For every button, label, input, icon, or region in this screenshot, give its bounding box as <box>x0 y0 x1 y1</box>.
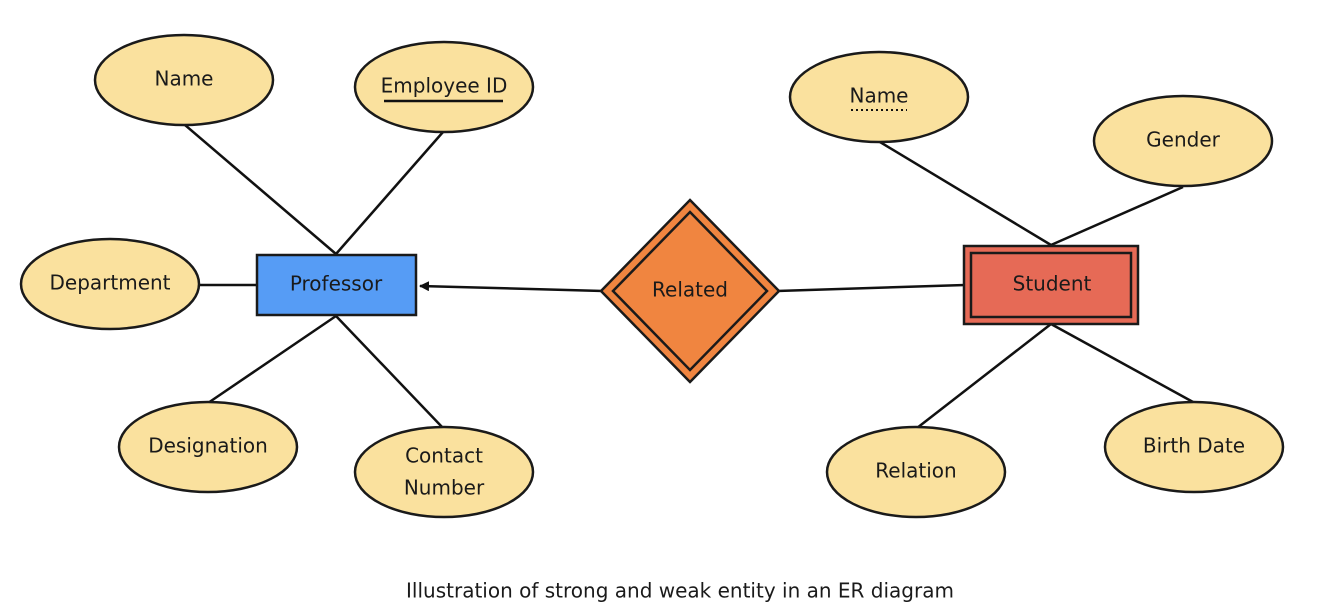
professor-connectors <box>184 124 444 429</box>
connector-professor-employee-id <box>335 131 444 255</box>
connector-professor-contact <box>335 315 444 429</box>
relationship-arrow-line <box>419 281 604 293</box>
entity-label: Student <box>1013 272 1092 296</box>
attribute-relation: Relation <box>825 425 1007 519</box>
connector-student-relation <box>916 323 1052 429</box>
relationship-student-line <box>776 283 966 293</box>
attribute-label: Contact <box>405 444 483 468</box>
attribute-gender: Gender <box>1092 94 1274 188</box>
connector-student-name <box>879 140 1052 247</box>
attribute-label: Relation <box>875 459 956 483</box>
attribute-student-name: Name <box>788 50 970 144</box>
attribute-label: Birth Date <box>1143 434 1245 458</box>
attribute-professor-name: Name <box>93 33 275 127</box>
figure-caption: Illustration of strong and weak entity i… <box>406 579 954 603</box>
connector-professor-designation <box>207 314 337 405</box>
attribute-contact-number: Contact Number <box>353 425 535 519</box>
weak-entity-student: Student <box>962 244 1140 326</box>
attribute-birth-date: Birth Date <box>1103 400 1285 494</box>
attribute-department: Department <box>19 237 201 331</box>
entity-label: Professor <box>290 272 383 296</box>
identifying-relationship-related: Related <box>599 198 781 384</box>
attribute-label: Department <box>49 271 170 295</box>
connector-student-gender <box>1050 185 1184 247</box>
attribute-label: Name <box>154 67 213 91</box>
attribute-label-partial-key: Name <box>849 84 908 108</box>
strong-entity-professor: Professor <box>255 253 418 317</box>
attribute-label: Designation <box>148 434 268 458</box>
attribute-designation: Designation <box>117 400 299 494</box>
student-connectors <box>879 140 1194 429</box>
attribute-label: Number <box>404 476 485 500</box>
connector-student-birth-date <box>1050 322 1194 404</box>
attribute-employee-id: Employee ID <box>353 40 535 134</box>
attribute-label: Gender <box>1146 128 1220 152</box>
attribute-label-key: Employee ID <box>381 74 508 98</box>
connector-professor-name <box>184 124 337 255</box>
relationship-label: Related <box>652 278 728 302</box>
